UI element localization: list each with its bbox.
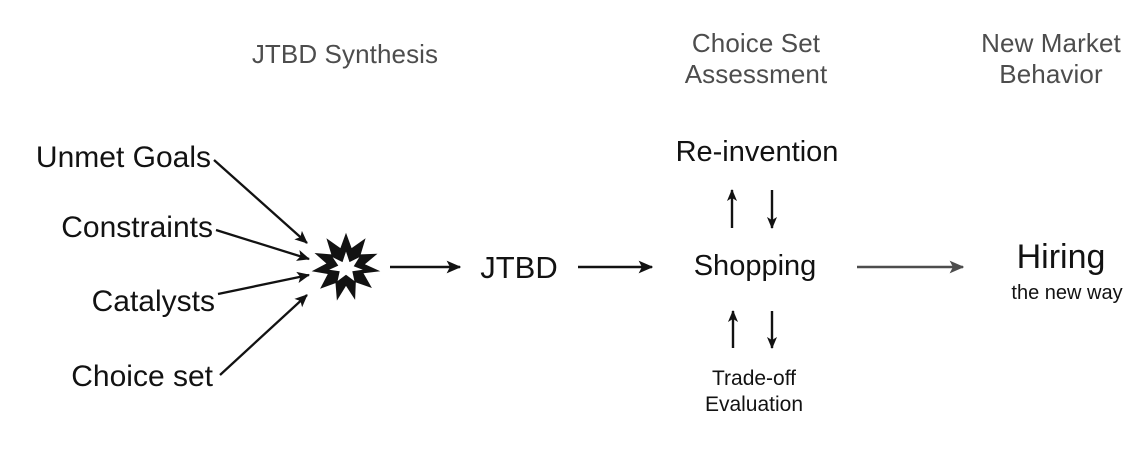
- starburst-icon: [311, 232, 381, 301]
- input-arrow-unmet-goals: [213, 159, 308, 244]
- input-label-constraints: Constraints: [61, 211, 213, 244]
- input-label-unmet-goals: Unmet Goals: [35, 141, 211, 174]
- node-shopping: Shopping: [693, 250, 817, 282]
- node-tradeoff-evaluation: Trade-off Evaluation: [704, 367, 804, 416]
- input-label-choice-set: Choice set: [71, 360, 213, 393]
- node-hiring: Hiring: [1016, 238, 1106, 276]
- node-jtbd: JTBD: [480, 250, 558, 285]
- node-hiring-subtitle: the new way: [1011, 282, 1123, 304]
- column-header-jtbd-synthesis: JTBD Synthesis: [251, 39, 439, 69]
- input-label-catalysts: Catalysts: [91, 285, 215, 318]
- node-reinvention: Re-invention: [675, 136, 839, 168]
- input-arrow-catalysts: [217, 271, 311, 296]
- input-arrow-choice-set: [219, 294, 308, 376]
- column-header-new-market-behavior: New Market Behavior: [981, 28, 1121, 89]
- synthesis-burst: [311, 232, 381, 302]
- input-arrow-constraints: [215, 228, 310, 261]
- column-header-choice-set-assessment: Choice Set Assessment: [684, 28, 828, 89]
